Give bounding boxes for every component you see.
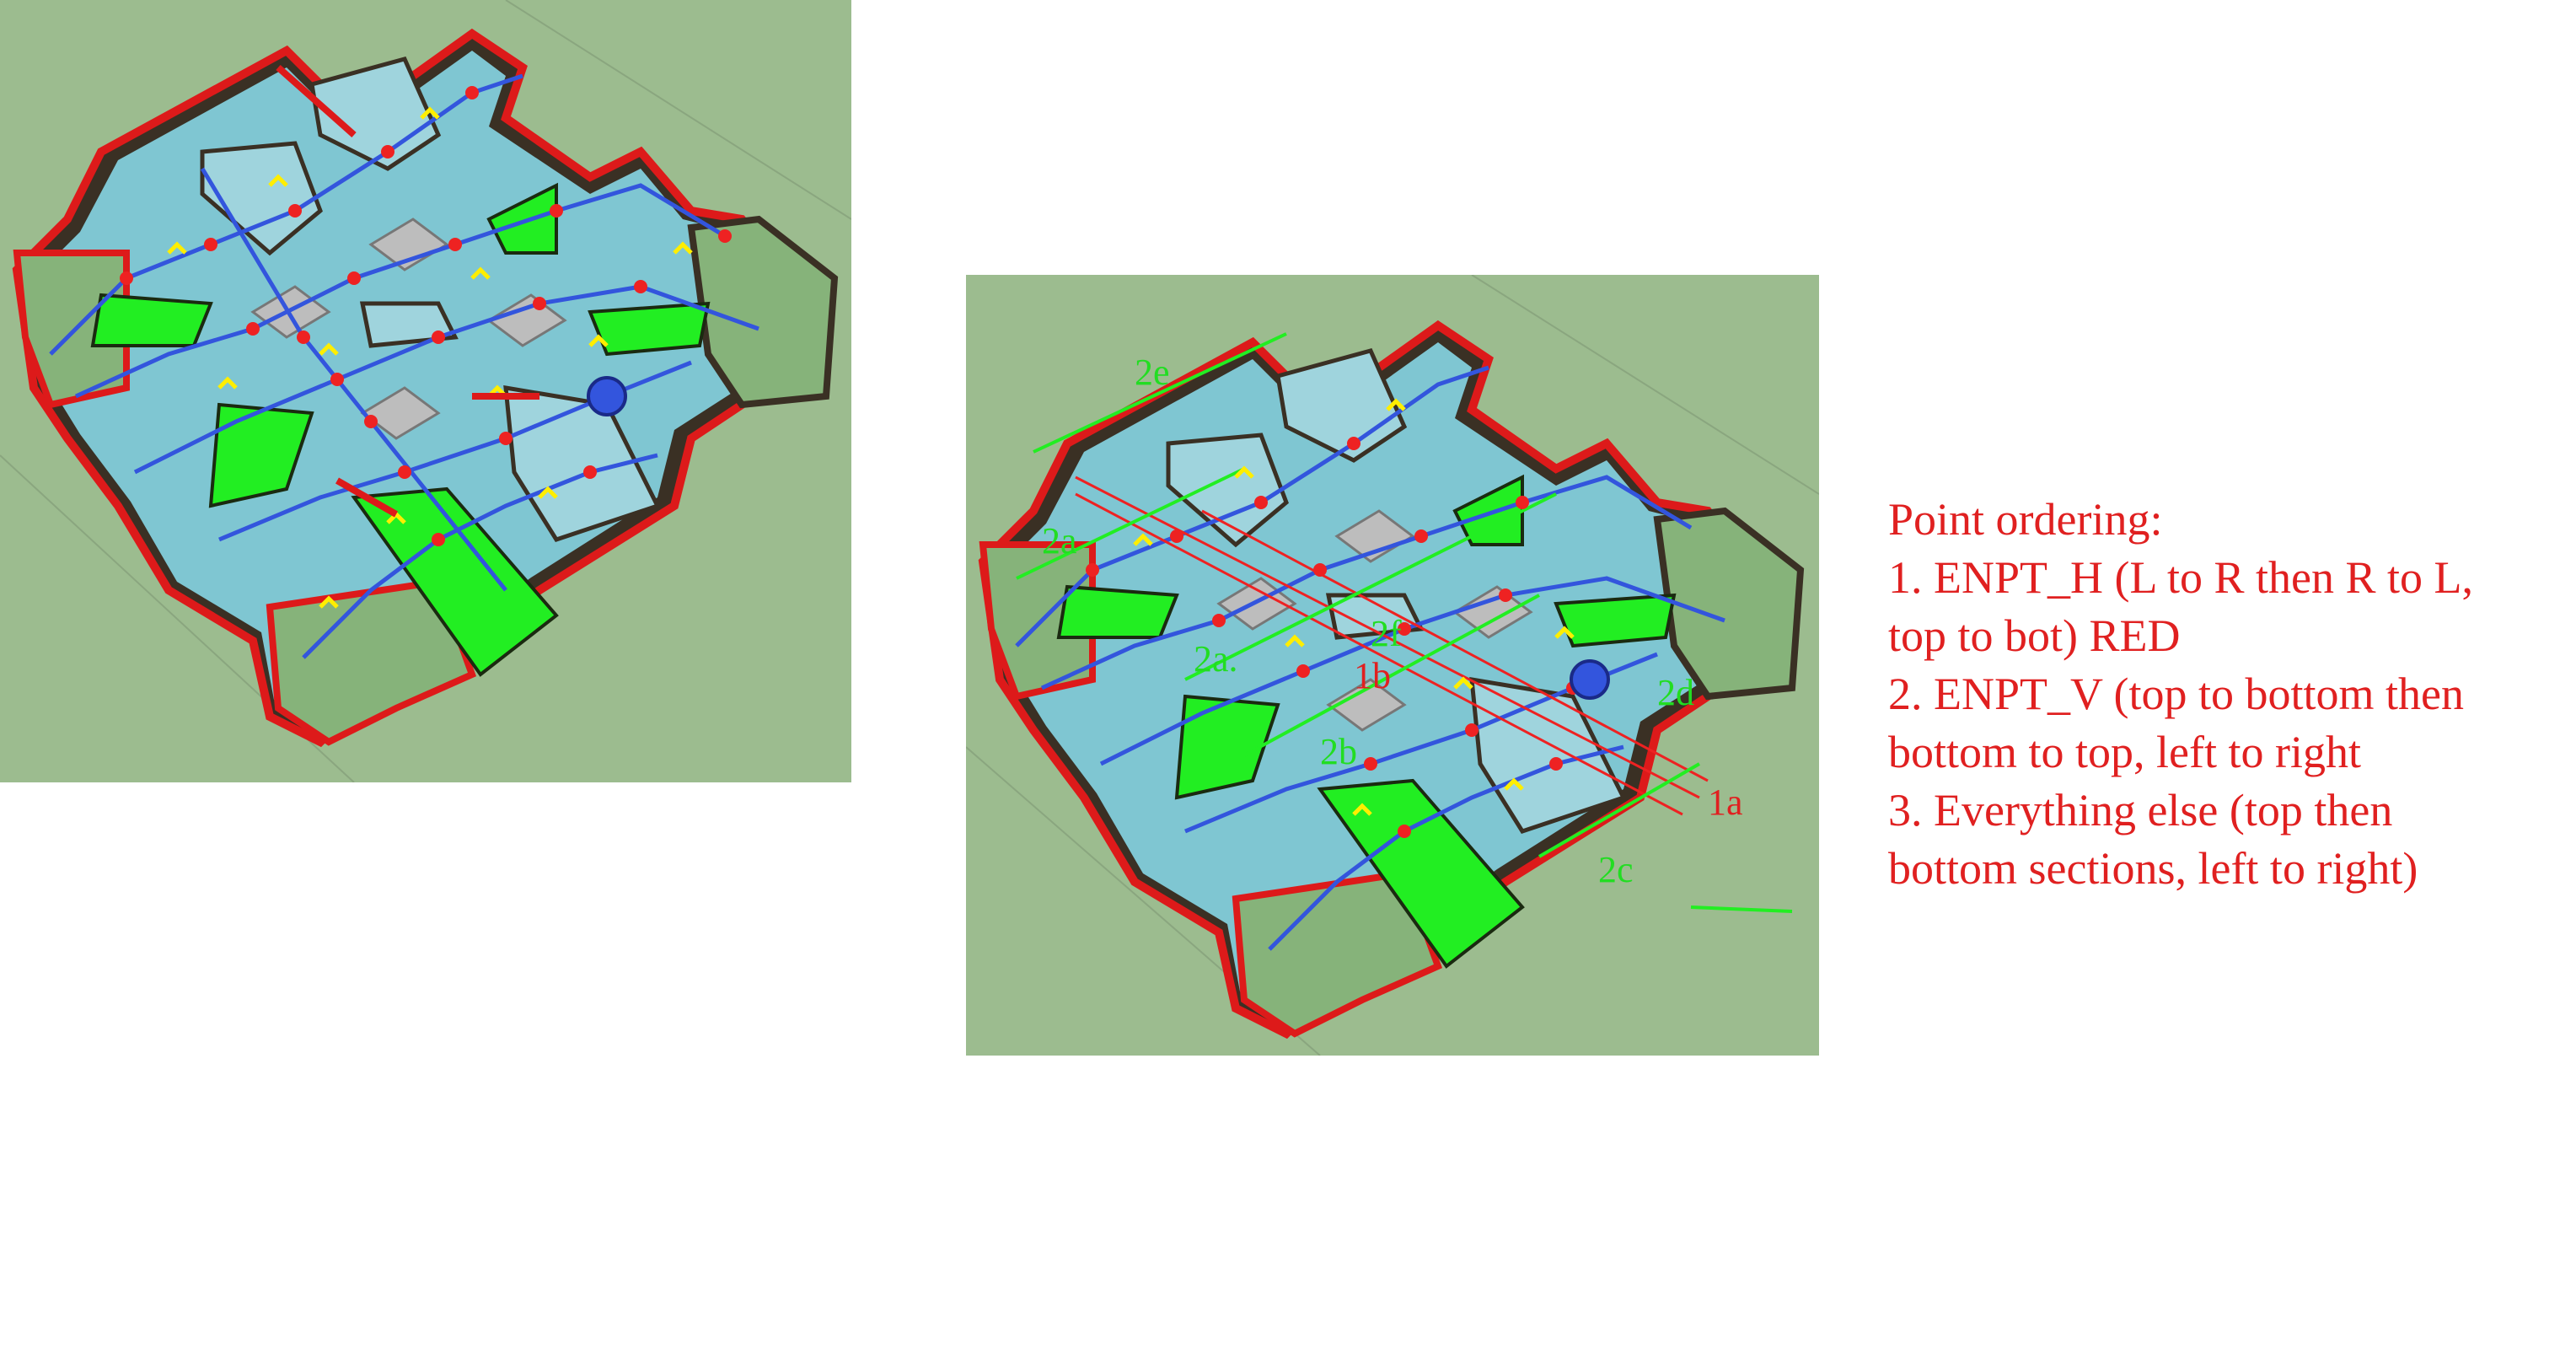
notes-line-2: top to bot) RED bbox=[1888, 607, 2563, 665]
label-2b: 2b bbox=[1320, 731, 1357, 772]
label-2a-dot: 2a. bbox=[1194, 638, 1238, 680]
map-view-left bbox=[0, 0, 851, 782]
label-2c: 2c bbox=[1598, 849, 1634, 890]
label-2a: 2a bbox=[1042, 520, 1077, 561]
notes-line-6: bottom sections, left to right) bbox=[1888, 840, 2563, 898]
map-view-right-annotated: 2e 2a 2a. 2f 1b 2b 2d 1a 2c bbox=[966, 275, 1819, 1056]
label-1b: 1b bbox=[1354, 655, 1391, 696]
spawn-pad bbox=[1571, 661, 1608, 698]
notes-line-1: 1. ENPT_H (L to R then R to L, bbox=[1888, 549, 2563, 607]
label-2e: 2e bbox=[1135, 352, 1170, 393]
point-ordering-notes: Point ordering: 1. ENPT_H (L to R then R… bbox=[1888, 491, 2563, 898]
spawn-pad bbox=[588, 378, 625, 415]
label-2f: 2f bbox=[1371, 613, 1402, 654]
label-2d: 2d bbox=[1657, 672, 1694, 713]
notes-line-3: 2. ENPT_V (top to bottom then bbox=[1888, 665, 2563, 723]
map-right-svg: 2e 2a 2a. 2f 1b 2b 2d 1a 2c bbox=[966, 275, 1819, 1056]
label-1a: 1a bbox=[1708, 782, 1743, 823]
notes-line-5: 3. Everything else (top then bbox=[1888, 782, 2563, 840]
notes-line-4: bottom to top, left to right bbox=[1888, 723, 2563, 782]
map-left-svg bbox=[0, 0, 851, 782]
notes-heading: Point ordering: bbox=[1888, 491, 2563, 549]
